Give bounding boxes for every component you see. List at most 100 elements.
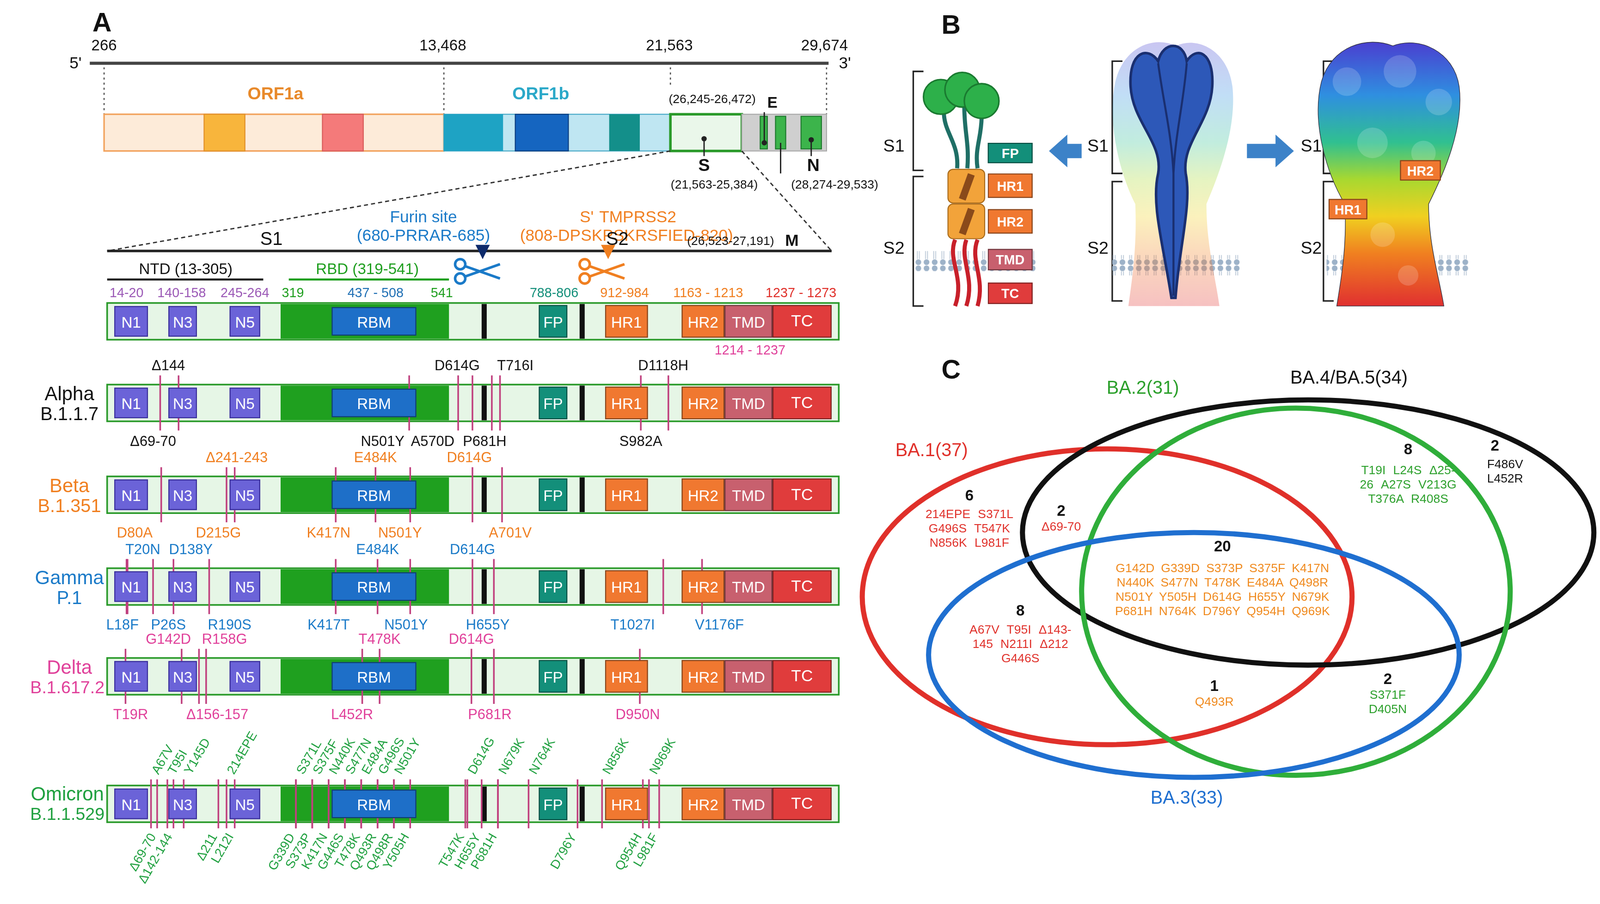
mutation-tick — [471, 375, 474, 431]
mutation-tick — [466, 779, 469, 829]
domain-box: FP — [538, 305, 568, 338]
text-label: 2 — [1383, 670, 1392, 687]
cleavage-mark — [579, 786, 585, 822]
box-text: TMD — [995, 252, 1025, 267]
figure-shape — [670, 114, 742, 151]
text-label: M — [784, 232, 799, 249]
mutation-label: D614G — [446, 449, 492, 465]
domain-box: FP — [538, 478, 568, 512]
text-label: TMPRSS2 — [599, 208, 677, 226]
figure-shape — [761, 140, 767, 146]
figure-shape — [589, 264, 625, 279]
box-text: RBM — [356, 579, 392, 595]
text-label: S — [698, 156, 710, 175]
figure-shape — [1246, 134, 1294, 168]
mutation-tick — [667, 375, 670, 431]
cleavage-mark — [579, 385, 585, 421]
mutation-label: T478K — [358, 631, 401, 646]
text-label: 541 — [430, 286, 454, 300]
text-label: NTD (13-305) — [139, 260, 233, 276]
mutation-label: D138Y — [169, 541, 213, 557]
text-label: E — [767, 94, 778, 110]
text-label: B.1.617.2 — [30, 679, 105, 697]
mutation-tick — [493, 559, 496, 615]
mutation-label: T716I — [496, 358, 534, 373]
domain-box: TMD — [724, 660, 773, 693]
mutation-label: L18F — [106, 617, 139, 632]
domain-box: N1 — [114, 788, 148, 820]
domain-box: FP — [538, 660, 568, 693]
figure-shape — [741, 114, 827, 151]
mutation-label: Δ144 — [151, 358, 185, 373]
domain-box: N3 — [168, 571, 197, 602]
box-text: HR2 — [1407, 163, 1434, 178]
domain-box: HR1 — [605, 478, 649, 512]
mutation-label: Δ241-243 — [205, 449, 268, 465]
figure-shape — [107, 249, 832, 253]
box-text: N3 — [172, 579, 193, 595]
figure-shape — [322, 114, 363, 151]
text-label: S1 — [1300, 137, 1322, 155]
text-label: 13,468 — [419, 37, 466, 53]
mutation-label: Δ156-157 — [186, 707, 249, 722]
box-text: N5 — [235, 579, 255, 595]
domain-box: N5 — [229, 788, 261, 820]
domain-box: N5 — [229, 571, 261, 602]
domain-box: TMD — [724, 305, 773, 338]
domain-box: HR1 — [1328, 198, 1368, 220]
mutation-tick — [327, 779, 330, 829]
text-label: 3' — [838, 55, 851, 72]
text-label: S2 — [1300, 239, 1322, 258]
text-label: S2 — [883, 239, 905, 258]
domain-box: FP — [538, 787, 568, 821]
box-text: HR2 — [687, 487, 719, 503]
figure-shape — [948, 203, 985, 239]
box-text: RBM — [356, 796, 392, 812]
mutation-tick — [601, 779, 604, 829]
figure-shape — [928, 532, 1460, 778]
domain-bar — [107, 303, 840, 340]
domain-box: N5 — [229, 387, 261, 419]
text-label: 1237 - 1273 — [765, 286, 837, 300]
domain-box: HR1 — [605, 386, 649, 420]
figure-shape — [701, 135, 707, 141]
cleavage-mark — [579, 304, 585, 339]
mutation-label: N969K — [647, 736, 679, 777]
domain-box: RBM — [331, 306, 417, 336]
box-text: TC — [1001, 286, 1019, 301]
mutation-tick — [490, 375, 493, 431]
figure-shape — [288, 278, 450, 281]
box-text: TC — [790, 796, 813, 813]
text-label: 912-984 — [600, 286, 649, 300]
box-text: N5 — [235, 796, 255, 812]
domain-box: TC — [772, 478, 832, 512]
box-text: RBM — [356, 668, 392, 685]
mutation-tick — [471, 467, 474, 523]
box-text: N5 — [235, 313, 255, 330]
text-label: (26,245-26,472) — [668, 92, 756, 105]
text-label: ORF1b — [512, 85, 570, 103]
box-text: TMD — [731, 796, 766, 812]
box-text: N1 — [121, 668, 141, 685]
box-text: N5 — [235, 395, 255, 411]
domain-box: TMD — [724, 570, 773, 604]
box-text: TMD — [731, 668, 766, 685]
figure-shape — [579, 259, 590, 270]
box-text: N3 — [172, 796, 193, 812]
mutation-tick — [493, 649, 496, 705]
text-label: A — [92, 9, 112, 36]
domain-box: TC — [772, 660, 832, 693]
rbd-region — [280, 304, 449, 339]
domain-box: RBM — [331, 662, 417, 692]
domain-box: HR2 — [1399, 160, 1441, 181]
text-label: 14-20 — [109, 286, 144, 300]
mutation-tick — [576, 779, 579, 829]
box-text: FP — [543, 796, 563, 812]
box-text: HR2 — [687, 668, 719, 685]
box-text: HR1 — [611, 796, 642, 812]
domain-bar — [107, 658, 840, 695]
spike-bars — [107, 303, 840, 829]
mutation-tick — [527, 779, 530, 829]
mutation-tick — [499, 375, 502, 431]
figure-shape — [465, 264, 501, 279]
